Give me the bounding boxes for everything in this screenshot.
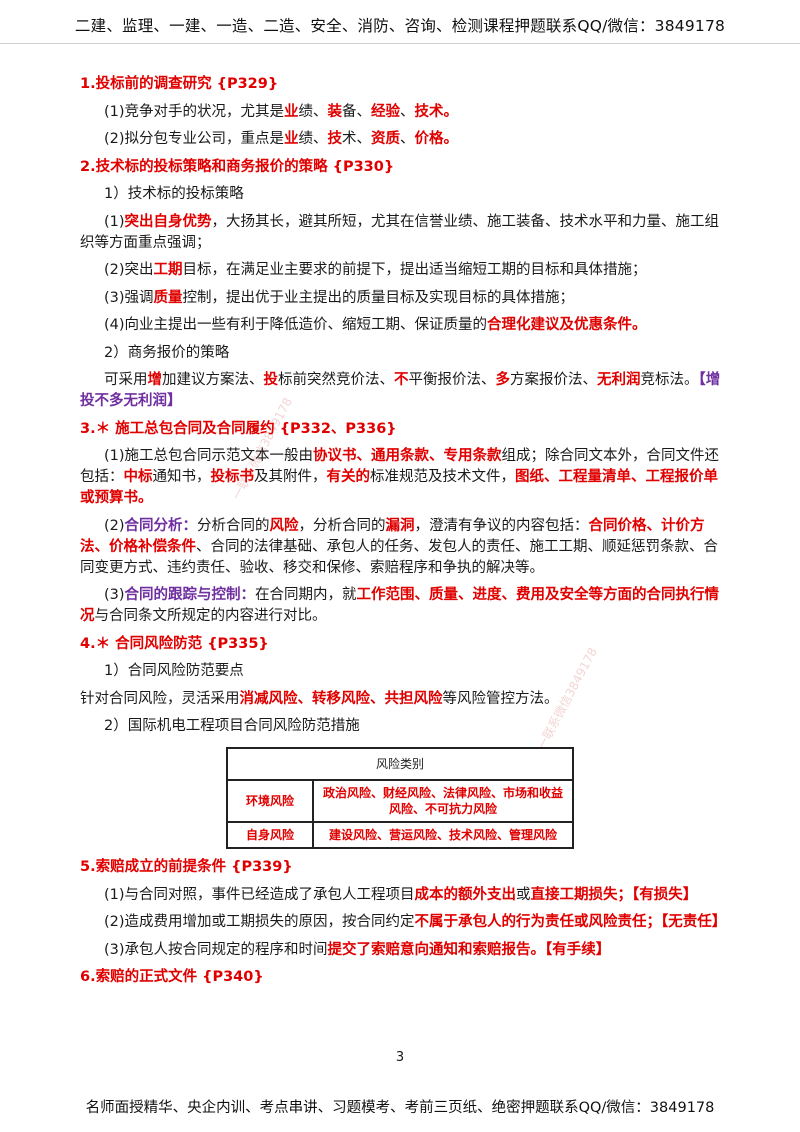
section-title: 3.＊ 施工总包合同及合同履约 {P332、P336} — [80, 420, 397, 437]
document-body: 1.投标前的调查研究 {P329} (1)竞争对手的状况，尤其是业绩、装备、经验… — [80, 74, 728, 995]
paragraph: (2)拟分包专业公司，重点是业绩、技术、资质、价格。 — [104, 131, 459, 147]
paragraph: (1)与合同对照，事件已经造成了承包人工程项目成本的额外支出或直接工期损失；【有… — [104, 886, 698, 903]
risk-category: 环境风险 — [226, 779, 314, 823]
paragraph: (2)合同分析：分析合同的风险，分析合同的漏洞，澄清有争议的内容包括：合同价格、… — [80, 517, 718, 576]
paragraph: (2)突出工期目标，在满足业主要求的前提下，提出适当缩短工期的目标和具体措施； — [104, 262, 647, 278]
paragraph: 可采用增加建议方案法、投标前突然竞价法、不平衡报价法、多方案报价法、无利润竞标法… — [80, 372, 721, 409]
paragraph: (1)突出自身优势，大扬其长，避其所短，尤其在信誉业绩、施工装备、技术水平和力量… — [80, 213, 720, 251]
table-row: 自身风险 建设风险、营运风险、技术风险、管理风险 — [226, 821, 574, 849]
subheading: 2）国际机电工程项目合同风险防范措施 — [104, 718, 360, 734]
subheading: 1）合同风险防范要点 — [104, 663, 244, 679]
paragraph: (3)承包人按合同规定的程序和时间提交了索赔意向通知和索赔报告。【有手续】 — [104, 941, 611, 958]
risk-category: 自身风险 — [226, 821, 314, 849]
paragraph: (4)向业主提出一些有利于降低造价、缩短工期、保证质量的合理化建议及优惠条件。 — [104, 317, 647, 333]
risk-table: 风险类别 环境风险 政治风险、财经风险、法律风险、市场和收益风险、不可抗力风险 … — [226, 747, 574, 849]
section-title: 4.＊ 合同风险防范 {P335} — [80, 635, 269, 652]
paragraph: (2)造成费用增加或工期损失的原因，按合同约定不属于承包人的行为责任或风险责任；… — [104, 914, 727, 930]
paragraph: (1)施工总包合同示范文本一般由协议书、通用条款、专用条款组成；除合同文本外，合… — [80, 448, 720, 506]
section-title: 6.索赔的正式文件 {P340} — [80, 969, 264, 985]
section-title: 2.技术标的投标策略和商务报价的策略 {P330} — [80, 158, 395, 175]
table-header: 风险类别 — [226, 747, 574, 781]
page-header: 二建、监理、一建、一造、二造、安全、消防、咨询、检测课程押题联系QQ/微信：38… — [74, 17, 726, 35]
section-title: 1.投标前的调查研究 {P329} — [80, 76, 279, 92]
risk-items: 政治风险、财经风险、法律风险、市场和收益风险、不可抗力风险 — [312, 779, 574, 823]
page-footer: 名师面授精华、央企内训、考点串讲、习题模考、考前三页纸、绝密押题联系QQ/微信：… — [85, 1100, 715, 1116]
risk-items: 建设风险、营运风险、技术风险、管理风险 — [312, 821, 574, 849]
section-title: 5.索赔成立的前提条件 {P339} — [80, 859, 293, 875]
paragraph: (1)竞争对手的状况，尤其是业绩、装备、经验、技术。 — [104, 103, 459, 120]
paragraph: (3)合同的跟踪与控制：在合同期内，就工作范围、质量、进度、费用及安全等方面的合… — [80, 587, 720, 624]
header-divider — [0, 43, 800, 44]
paragraph: 针对合同风险，灵活采用消减风险、转移风险、共担风险等风险管控方法。 — [80, 690, 559, 707]
table-row: 环境风险 政治风险、财经风险、法律风险、市场和收益风险、不可抗力风险 — [226, 779, 574, 823]
paragraph: (3)强调质量控制，提出优于业主提出的质量目标及实现目标的具体措施； — [104, 289, 575, 306]
subheading: 1）技术标的投标策略 — [104, 186, 244, 202]
page-number: 3 — [395, 1050, 405, 1065]
subheading: 2）商务报价的策略 — [104, 344, 230, 361]
